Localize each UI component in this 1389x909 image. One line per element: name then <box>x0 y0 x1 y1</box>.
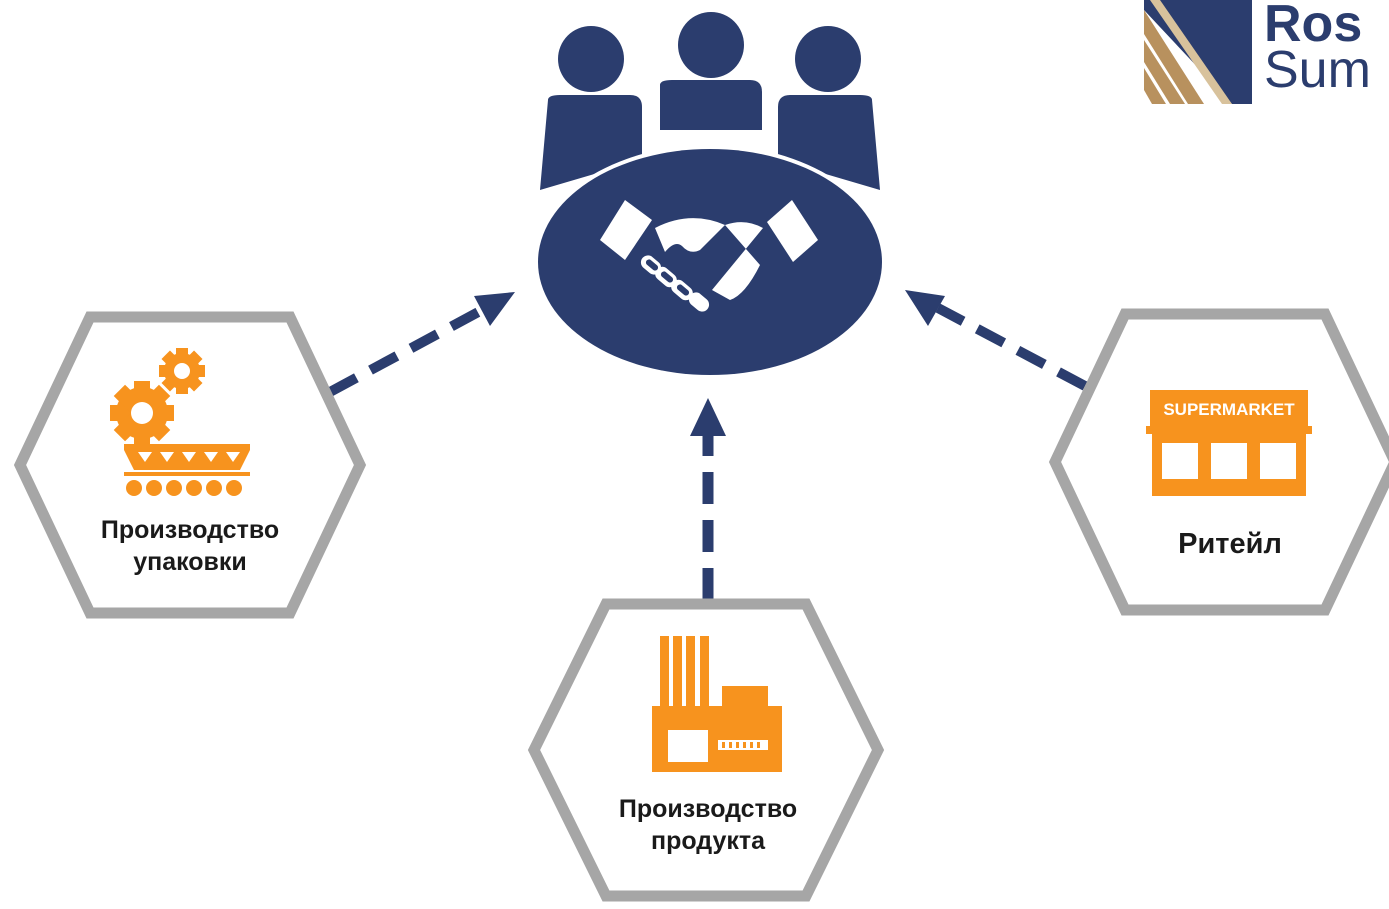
logo-mark-icon <box>1144 0 1252 104</box>
small-gear-icon <box>159 348 205 394</box>
arrow-packaging-to-center <box>327 292 515 397</box>
factory-icon <box>652 636 782 772</box>
supermarket-icon: SUPERMARKET <box>1146 390 1312 496</box>
logo-line-2: Sum <box>1264 41 1371 99</box>
arrow-retail-to-center <box>905 290 1088 391</box>
retail-label-text: Ритейл <box>1178 528 1282 560</box>
arrow-product-to-center <box>690 398 726 600</box>
product-label-line-1: Производство <box>618 795 798 823</box>
packaging-label-line-2: упаковки <box>133 548 247 576</box>
retail-label: Ритейл <box>1110 528 1350 560</box>
large-gear-icon <box>110 381 174 445</box>
supermarket-sign-text: SUPERMARKET <box>1163 400 1295 419</box>
logo-wordmark: Ros Sum <box>1264 0 1389 110</box>
packaging-label: Производство упаковки <box>60 514 320 578</box>
packaging-label-line-1: Производство <box>100 516 280 544</box>
logo-line-1: Ros <box>1264 0 1363 53</box>
product-label: Производство продукта <box>578 793 838 857</box>
product-label-line-2: продукта <box>650 827 766 855</box>
team-handshake-icon <box>534 12 886 379</box>
factory-gears-conveyor-icon <box>110 348 250 496</box>
